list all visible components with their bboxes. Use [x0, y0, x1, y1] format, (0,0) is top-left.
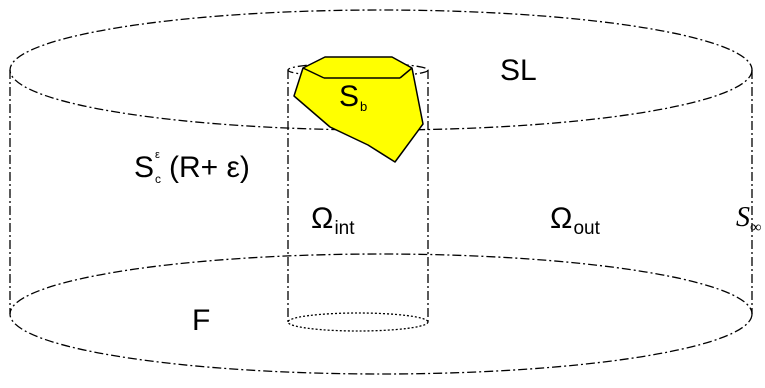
- label-f: F: [192, 304, 210, 337]
- label-omega-out-main: Ω: [550, 202, 572, 235]
- body-sb-shape: [293, 56, 424, 163]
- label-s-infinity: S∞: [736, 202, 761, 236]
- label-sc-sub: c: [155, 172, 161, 186]
- label-omega-int-main: Ω: [311, 202, 333, 235]
- label-sb-sub: b: [360, 99, 367, 114]
- label-omega-out-sub: out: [573, 218, 600, 239]
- label-sb-main: S: [339, 80, 359, 113]
- label-s-infinity-main: S: [736, 202, 750, 233]
- label-sl: SL: [500, 54, 537, 87]
- label-sb: Sb: [339, 80, 367, 114]
- label-sc-sup: ε: [155, 149, 160, 161]
- label-s-infinity-sub: ∞: [750, 219, 761, 236]
- outer-cylinder-bottom-ellipse: [9, 253, 753, 375]
- body-sb-top-face-edge: [302, 67, 325, 79]
- inner-cylinder-bottom-ellipse: [287, 312, 429, 332]
- body-sb-top-face-edge: [399, 67, 413, 79]
- label-sc-radius: (R+ ε): [169, 151, 250, 184]
- label-omega-int-sub: int: [334, 218, 355, 239]
- label-sc-main: S: [134, 151, 154, 184]
- label-omega-out: Ωout: [550, 202, 601, 239]
- label-omega-int: Ωint: [311, 202, 355, 239]
